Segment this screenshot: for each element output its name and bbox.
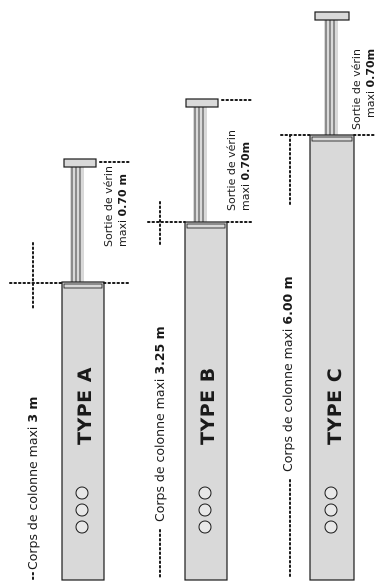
column-a-rod: [63, 158, 97, 282]
column-b-rod: [185, 98, 219, 222]
column-a-stroke-label-line1: Sortie de vérin: [102, 166, 115, 247]
column-b-body-label-value: 3.25 m: [152, 326, 167, 374]
column-c-body-label-prefix: Corps de colonne maxi: [280, 325, 295, 472]
column-c-stroke-label-value: 0.70m: [364, 49, 377, 88]
column-c-stroke-label-line1: Sortie de vérin: [350, 49, 363, 130]
column-b-body: [184, 221, 228, 581]
column-b-body-label-prefix: Corps de colonne maxi: [152, 375, 167, 522]
column-a-stroke-label-line2: maxi 0.70 m: [116, 174, 129, 247]
column-type-b: TYPE B Corps de colonne maxi 3.25 m Sort…: [147, 98, 253, 581]
column-c-circle-1: [324, 486, 338, 500]
column-b-circle-3: [198, 520, 212, 534]
column-b-stroke-label-prefix: maxi: [239, 180, 252, 211]
column-c-body-label-value: 6.00 m: [280, 276, 295, 324]
column-a-circle-3: [75, 520, 89, 534]
column-b-body-label: Corps de colonne maxi 3.25 m: [152, 326, 167, 522]
column-c-stroke-label-prefix: maxi: [364, 87, 377, 118]
column-type-a: TYPE A Corps de colonne maxi 3 m Sortie …: [9, 158, 131, 581]
column-b-circle-1: [198, 486, 212, 500]
column-c-circle-2: [324, 503, 338, 517]
column-a-body-label-prefix: Corps de colonne maxi: [25, 423, 40, 570]
column-c-body-label: Corps de colonne maxi 6.00 m: [280, 276, 295, 472]
column-a-type-label: TYPE A: [74, 367, 96, 445]
column-b-stroke-label-value: 0.70m: [239, 142, 252, 181]
column-a-stroke-label-value: 0.70 m: [116, 174, 129, 216]
column-c-circle-3: [324, 520, 338, 534]
column-b-stroke-label-line1: Sortie de vérin: [225, 130, 238, 211]
column-c-stroke-label-line2: maxi 0.70m: [364, 49, 377, 118]
column-type-c: TYPE C Corps de colonne maxi 6.00 m Sort…: [280, 11, 377, 581]
column-c-rod: [314, 11, 350, 135]
column-b-circle-2: [198, 503, 212, 517]
column-c-type-label: TYPE C: [324, 368, 346, 445]
column-a-stroke-label-prefix: maxi: [116, 216, 129, 247]
column-a-circle-1: [75, 486, 89, 500]
column-a-body-label-value: 3 m: [25, 397, 40, 423]
column-a-circle-2: [75, 503, 89, 517]
column-b-type-label: TYPE B: [197, 367, 219, 445]
column-b-stroke-label-line2: maxi 0.70m: [239, 142, 252, 211]
column-a-body-label: Corps de colonne maxi 3 m: [25, 397, 40, 570]
